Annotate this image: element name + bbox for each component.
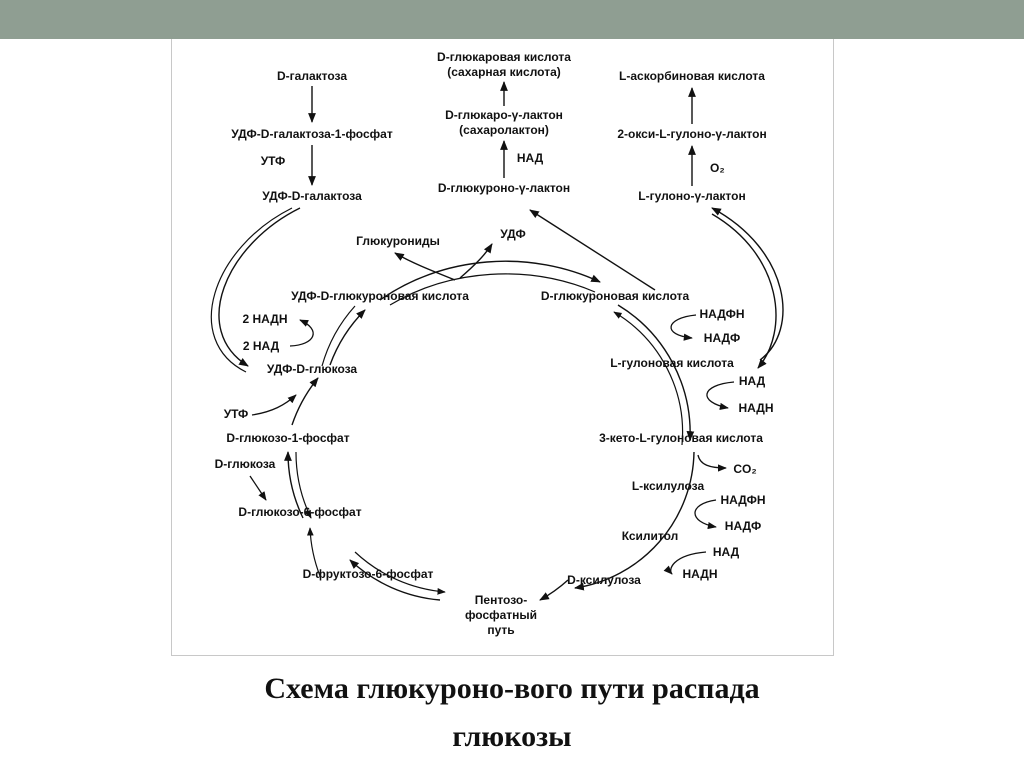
glucarate-branch: D-глюкаровая кислота (сахарная кислота) … (437, 50, 656, 291)
udp-glucuronic-acid-label: УДФ-D-глюкуроновая кислота (291, 289, 469, 303)
arc-top (379, 260, 601, 301)
arrow-nad-to-nadh-right-2 (663, 551, 707, 575)
arc-udpglc-to-udpglcua (329, 309, 366, 366)
slide-caption-line1: Схема глюкуроно-вого пути распада (264, 672, 760, 705)
slide-header-bar (0, 0, 1024, 39)
nadh-label-right-1: НАДН (739, 401, 774, 415)
ascorbic-acid-label: L-аскорбиновая кислота (619, 69, 765, 83)
arrow-nad-to-nadh (289, 319, 314, 347)
keto-gulonic-acid-label: 3-кето-L-гулоновая кислота (599, 431, 763, 445)
slide-caption-line2: глюкозы (452, 720, 572, 753)
nadh-label-right-2: НАДН (683, 567, 718, 581)
glucaro-lactone-label: D-глюкаро-γ-лактон (445, 108, 563, 122)
xylitol-label: Ксилитол (622, 529, 679, 543)
glucaric-acid-label: D-глюкаровая кислота (437, 50, 571, 64)
nadp-label-2: НАДФ (725, 519, 761, 533)
cycle-left-labels: Глюкурониды УДФ УДФ-D-глюкуроновая кисло… (215, 227, 526, 581)
ppp-label-line2: фосфатный (465, 608, 537, 622)
arc-top-inner (389, 273, 596, 306)
ascorbate-branch: L-аскорбиновая кислота 2-окси-L-гулоно-γ… (617, 69, 784, 369)
nad-label-top: НАД (517, 151, 544, 165)
udp-glucose-label: УДФ-D-глюкоза (267, 362, 358, 376)
ppp-label-line1: Пентозо- (475, 593, 527, 607)
nadph-label-2: НАДФН (720, 493, 765, 507)
nadph-label-1: НАДФН (699, 307, 744, 321)
glucose-1-phosphate-label: D-глюкозо-1-фосфат (226, 431, 349, 445)
pentose-phosphate-pathway: Пентозо- фосфатный путь (465, 593, 537, 637)
arc-glc6p-to-glc1p (284, 451, 304, 519)
arrow-nad-to-nadh-right (706, 381, 735, 410)
glucose-label: D-глюкоза (215, 457, 276, 471)
arrow-udpgal-to-udpglc (218, 207, 301, 367)
oxy-gulono-lactone-label: 2-окси-L-гулоно-γ-лактон (617, 127, 766, 141)
gulono-lactone-label: L-гулоно-γ-лактон (638, 189, 745, 203)
glucuronic-acid-label: D-глюкуроновая кислота (541, 289, 690, 303)
d-xylulose-label: D-ксилулоза (567, 573, 641, 587)
glucurono-lactone-label: D-глюкуроно-γ-лактон (438, 181, 570, 195)
galactose-branch: D-галактоза УДФ-D-галактоза-1-фосфат УТФ… (210, 69, 393, 373)
arrow-glucose-to-g6p (249, 475, 267, 501)
gulonic-acid-label: L-гулоновая кислота (610, 356, 734, 370)
co2-label: CO₂ (733, 462, 756, 476)
arc-fru6p-to-glc6p (306, 527, 321, 577)
arc-xylulose-to-ppp (539, 579, 569, 601)
arrow-to-glucuronides (394, 252, 456, 281)
nad-label-right-1: НАД (739, 374, 766, 388)
udp-galactose-label: УДФ-D-галактоза (262, 189, 362, 203)
udp-galactose-1-phosphate-label: УДФ-D-галактоза-1-фосфат (231, 127, 393, 141)
l-xylulose-label: L-ксилулоза (632, 479, 705, 493)
arc-glc1p-to-udpglc (291, 377, 319, 426)
glucose-6-phosphate-label: D-глюкозо-6-фосфат (238, 505, 361, 519)
arc-right-upper-back (613, 311, 684, 446)
arc-udpglc-to-udpglcua-2 (321, 305, 356, 367)
arc-ppp-to-fru6p (349, 559, 441, 601)
arrow-glucuronic-to-lactone (529, 209, 656, 291)
main-cycle (284, 260, 695, 601)
arrow-nadph-to-nadp (670, 314, 697, 341)
arrow-to-udp (459, 243, 493, 279)
arc-fru6p-to-ppp (354, 551, 446, 595)
arrow-udpgal-to-udpglc-2 (210, 207, 293, 373)
nadh-2-label: 2 НАДН (243, 312, 288, 326)
arrow-gulonic-to-lactone (711, 207, 784, 361)
galactose-label: D-галактоза (277, 69, 347, 83)
saccharic-acid-label: (сахарная кислота) (447, 65, 561, 79)
utp-label-left: УТФ (224, 407, 249, 421)
nad-2-label: 2 НАД (243, 339, 280, 353)
glucuronides-label: Глюкурониды (356, 234, 440, 248)
fructose-6-phosphate-label: D-фруктозо-6-фосфат (303, 567, 434, 581)
arrow-nadph-to-nadp-2 (694, 499, 717, 530)
nadp-label-1: НАДФ (704, 331, 740, 345)
arc-glc1p-to-glc6p (295, 451, 312, 519)
o2-label: O₂ (710, 161, 725, 175)
arrow-utp (251, 394, 297, 416)
arc-right-lower (574, 451, 695, 591)
udp-label: УДФ (500, 227, 526, 241)
cycle-right-labels: D-глюкуроновая кислота НАДФН НАДФ L-гуло… (541, 289, 774, 587)
utp-label-top: УТФ (261, 154, 286, 168)
ppp-label-line3: путь (487, 623, 514, 637)
nad-label-right-2: НАД (713, 545, 740, 559)
arrow-lactone-to-gulonic (711, 213, 777, 369)
saccharolactone-label: (сахаролактон) (459, 123, 549, 137)
diagram-frame (171, 39, 834, 656)
arc-right-upper (617, 304, 695, 441)
arrow-co2 (697, 454, 727, 472)
